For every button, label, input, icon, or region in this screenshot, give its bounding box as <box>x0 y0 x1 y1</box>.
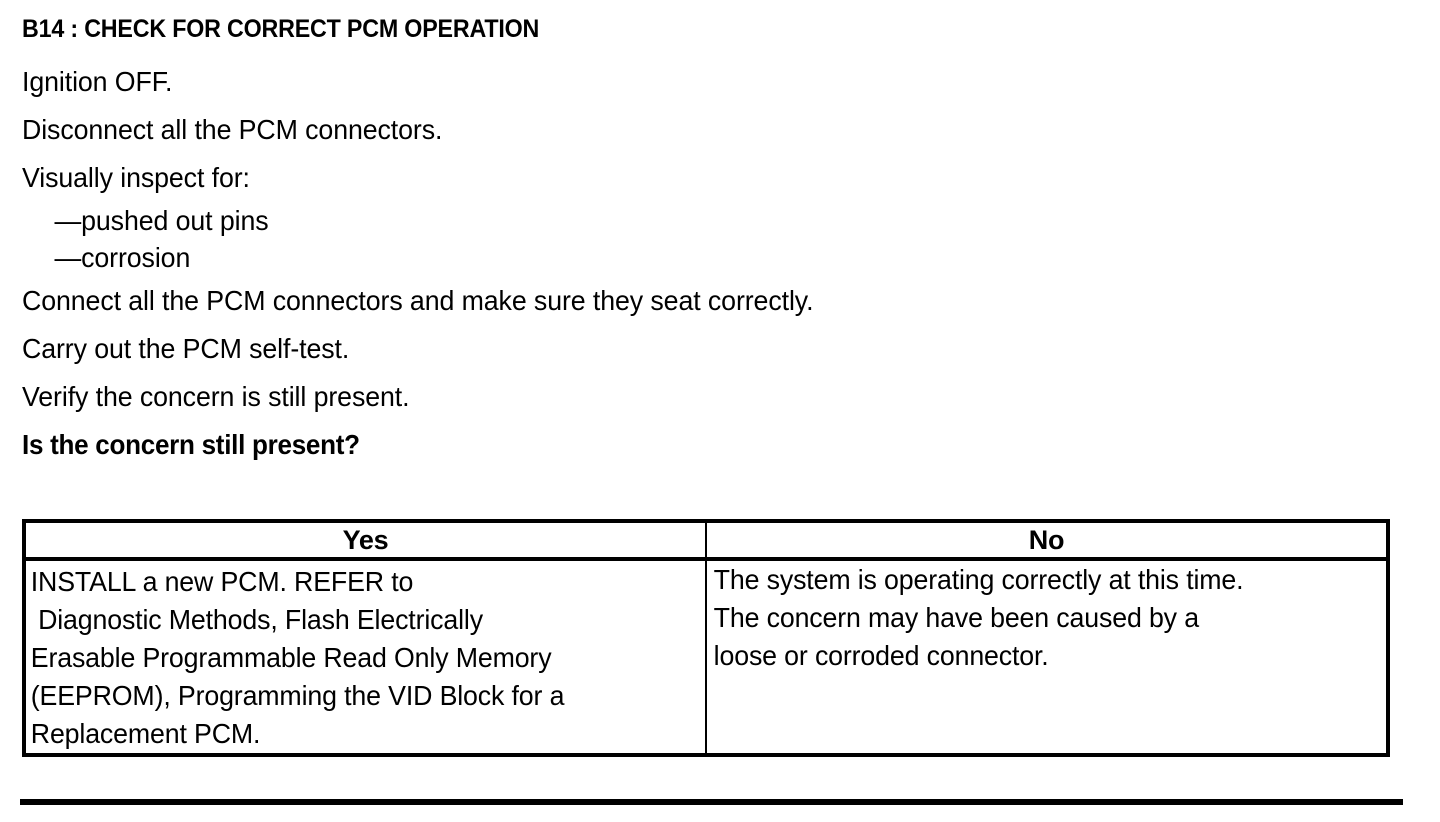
cell-no-text: The system is operating correctly at thi… <box>713 564 1244 671</box>
instruction-line: Visually inspect for: <box>22 162 250 193</box>
column-header-yes: Yes <box>23 520 707 561</box>
instruction-bullet: —pushed out pins <box>54 205 269 236</box>
instruction-line: Connect all the PCM connectors and make … <box>22 285 814 316</box>
column-header-no: No <box>705 520 1389 561</box>
instruction-line: Carry out the PCM self-test. <box>22 333 350 364</box>
decision-table: Yes No INSTALL a new PCM. REFER to Diagn… <box>22 519 1390 757</box>
section-divider-rule <box>20 799 1403 805</box>
instruction-list: Ignition OFF. Disconnect all the PCM con… <box>22 58 1402 469</box>
page-title: B14 : CHECK FOR CORRECT PCM OPERATION <box>22 15 540 43</box>
table-row: INSTALL a new PCM. REFER to Diagnostic M… <box>23 558 1389 756</box>
instruction-bullet: —corrosion <box>54 242 191 273</box>
instruction-line: Ignition OFF. <box>22 66 173 97</box>
decision-question: Is the concern still present? <box>22 429 360 460</box>
cell-yes-action: INSTALL a new PCM. REFER to Diagnostic M… <box>23 558 707 756</box>
cell-yes-text: INSTALL a new PCM. REFER to Diagnostic M… <box>30 566 565 749</box>
instruction-line: Disconnect all the PCM connectors. <box>22 114 443 145</box>
instruction-line: Verify the concern is still present. <box>22 381 410 412</box>
cell-no-action: The system is operating correctly at thi… <box>705 558 1389 756</box>
table-header-row: Yes No <box>23 520 1389 561</box>
